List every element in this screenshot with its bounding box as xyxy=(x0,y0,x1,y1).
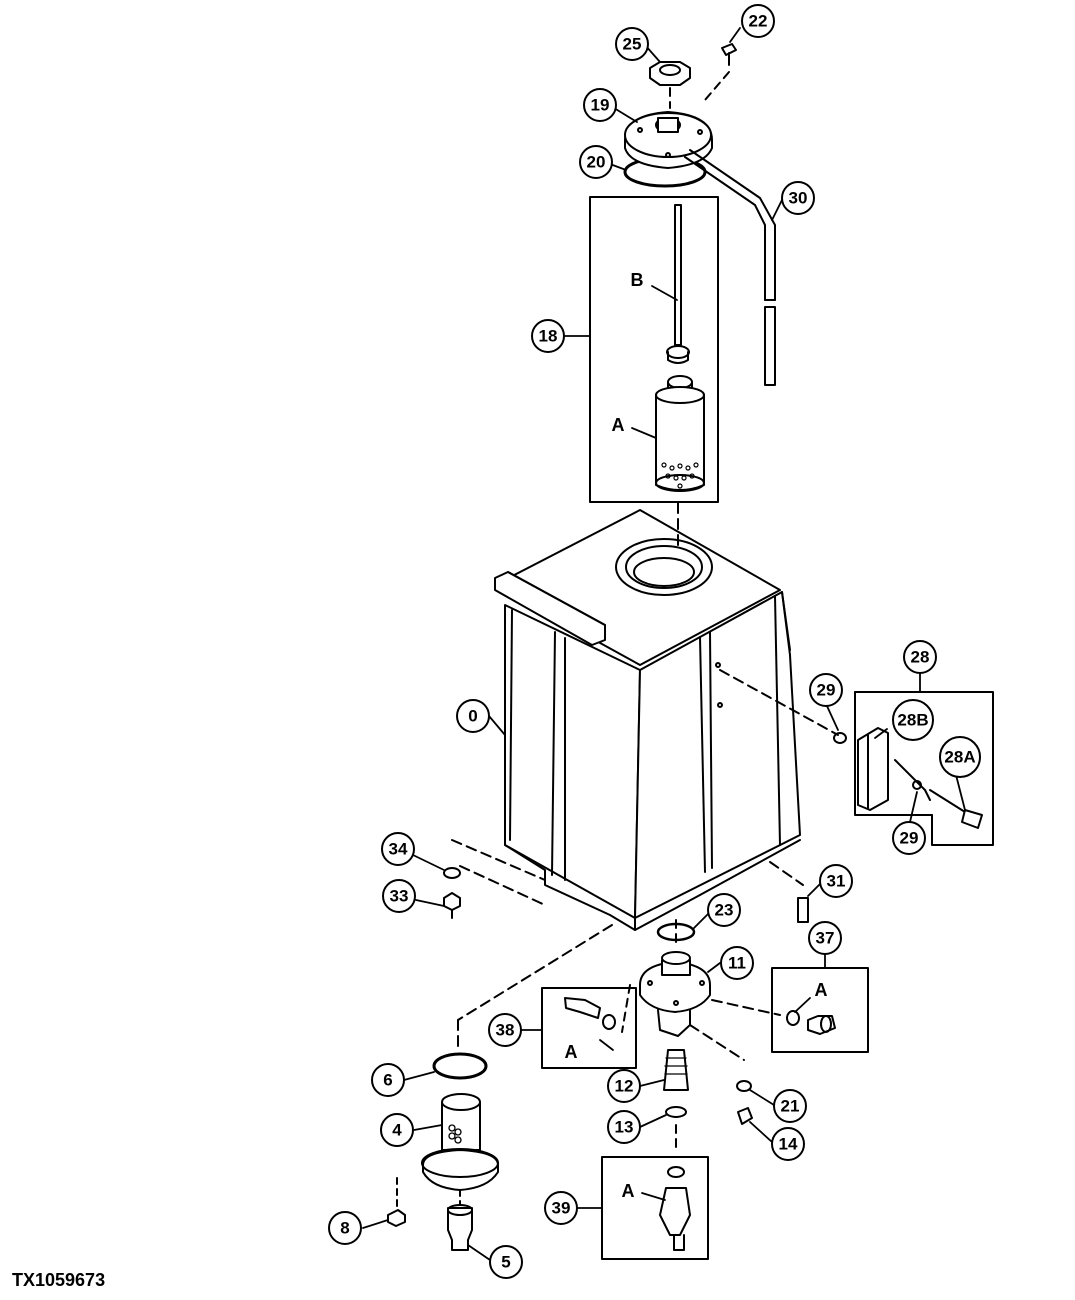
callout-14: 14 xyxy=(779,1135,798,1154)
callout-circle-30 xyxy=(781,181,815,215)
callout-23: 23 xyxy=(715,901,734,920)
callout-circle-4 xyxy=(380,1113,414,1147)
callout-circle-18 xyxy=(531,319,565,353)
label-A-box37: A xyxy=(815,980,828,1000)
callout-5: 5 xyxy=(501,1253,510,1272)
label-A-box38: A xyxy=(565,1042,578,1062)
callout-11: 11 xyxy=(728,954,746,973)
label-B-rod: B xyxy=(631,270,644,290)
callout-circle-33 xyxy=(382,879,416,913)
callout-circle-31 xyxy=(819,864,853,898)
suction-assembly xyxy=(387,924,613,1251)
callout-18: 18 xyxy=(539,327,558,346)
callout-circle-39 xyxy=(544,1191,578,1225)
callout-22: 22 xyxy=(749,12,768,31)
tank-cover-assembly xyxy=(623,43,776,386)
callout-circle-38 xyxy=(488,1013,522,1047)
callout-33: 33 xyxy=(390,887,409,906)
leader-lines xyxy=(362,27,966,1261)
callout-circle-37 xyxy=(808,921,842,955)
callout-circle-13 xyxy=(607,1110,641,1144)
callout-39: 39 xyxy=(552,1199,571,1218)
callout-circle-12 xyxy=(607,1069,641,1103)
callout-28: 28 xyxy=(911,648,930,667)
filter-kit-18 xyxy=(589,196,719,549)
callout-20: 20 xyxy=(587,153,606,172)
callout-circle-28B xyxy=(892,699,934,741)
callout-circle-11 xyxy=(720,946,754,980)
callout-12: 12 xyxy=(615,1077,634,1096)
callout-circle-21 xyxy=(773,1089,807,1123)
box-39 xyxy=(601,1156,709,1260)
callout-circle-8 xyxy=(328,1211,362,1245)
callout-25: 25 xyxy=(623,35,642,54)
callout-28B: 28B xyxy=(897,711,928,730)
callout-circle-14 xyxy=(771,1127,805,1161)
callout-circle-20 xyxy=(579,145,613,179)
box-37 xyxy=(771,967,869,1053)
callout-31: 31 xyxy=(827,872,846,891)
callout-circle-22 xyxy=(741,4,775,38)
washer-29-upper xyxy=(833,732,847,744)
callout-6: 6 xyxy=(383,1071,392,1090)
callout-37: 37 xyxy=(816,929,835,948)
callout-circle-34 xyxy=(381,832,415,866)
callout-30: 30 xyxy=(789,189,808,208)
callout-circle-6 xyxy=(371,1063,405,1097)
callout-34: 34 xyxy=(389,840,408,859)
callout-13: 13 xyxy=(615,1118,634,1137)
valve-11 xyxy=(639,919,781,1151)
label-A-filter: A xyxy=(612,415,625,435)
figure-id: TX1059673 xyxy=(12,1270,106,1290)
callout-4: 4 xyxy=(392,1121,402,1140)
callout-8: 8 xyxy=(340,1219,349,1238)
callout-21: 21 xyxy=(781,1097,800,1116)
callout-circle-25 xyxy=(615,27,649,61)
bracket-kit-28 xyxy=(719,669,994,846)
callout-circle-0 xyxy=(456,699,490,733)
callout-circle-19 xyxy=(583,88,617,122)
callout-circles xyxy=(328,4,981,1279)
callout-circle-23 xyxy=(707,893,741,927)
bolts-33-34 xyxy=(443,839,809,923)
callout-circle-5 xyxy=(489,1245,523,1279)
callout-0: 0 xyxy=(468,707,477,726)
oring-6 xyxy=(432,1052,488,1080)
label-A-box39: A xyxy=(622,1181,635,1201)
hydraulic-tank xyxy=(494,509,801,931)
callout-28A: 28A xyxy=(944,748,975,767)
callout-19: 19 xyxy=(591,96,610,115)
callout-circle-28A xyxy=(939,736,981,778)
callout-circle-29b xyxy=(892,821,926,855)
callout-29a: 29 xyxy=(817,681,836,700)
callout-circle-28 xyxy=(903,640,937,674)
box-38 xyxy=(541,984,637,1069)
callout-circle-29a xyxy=(809,673,843,707)
callout-38: 38 xyxy=(496,1021,515,1040)
callout-29b: 29 xyxy=(900,829,919,848)
letter-labels: B A A A A xyxy=(565,270,828,1201)
callout-labels: 25 22 19 20 30 18 0 28 29 28B 28A 29 34 … xyxy=(340,12,975,1272)
